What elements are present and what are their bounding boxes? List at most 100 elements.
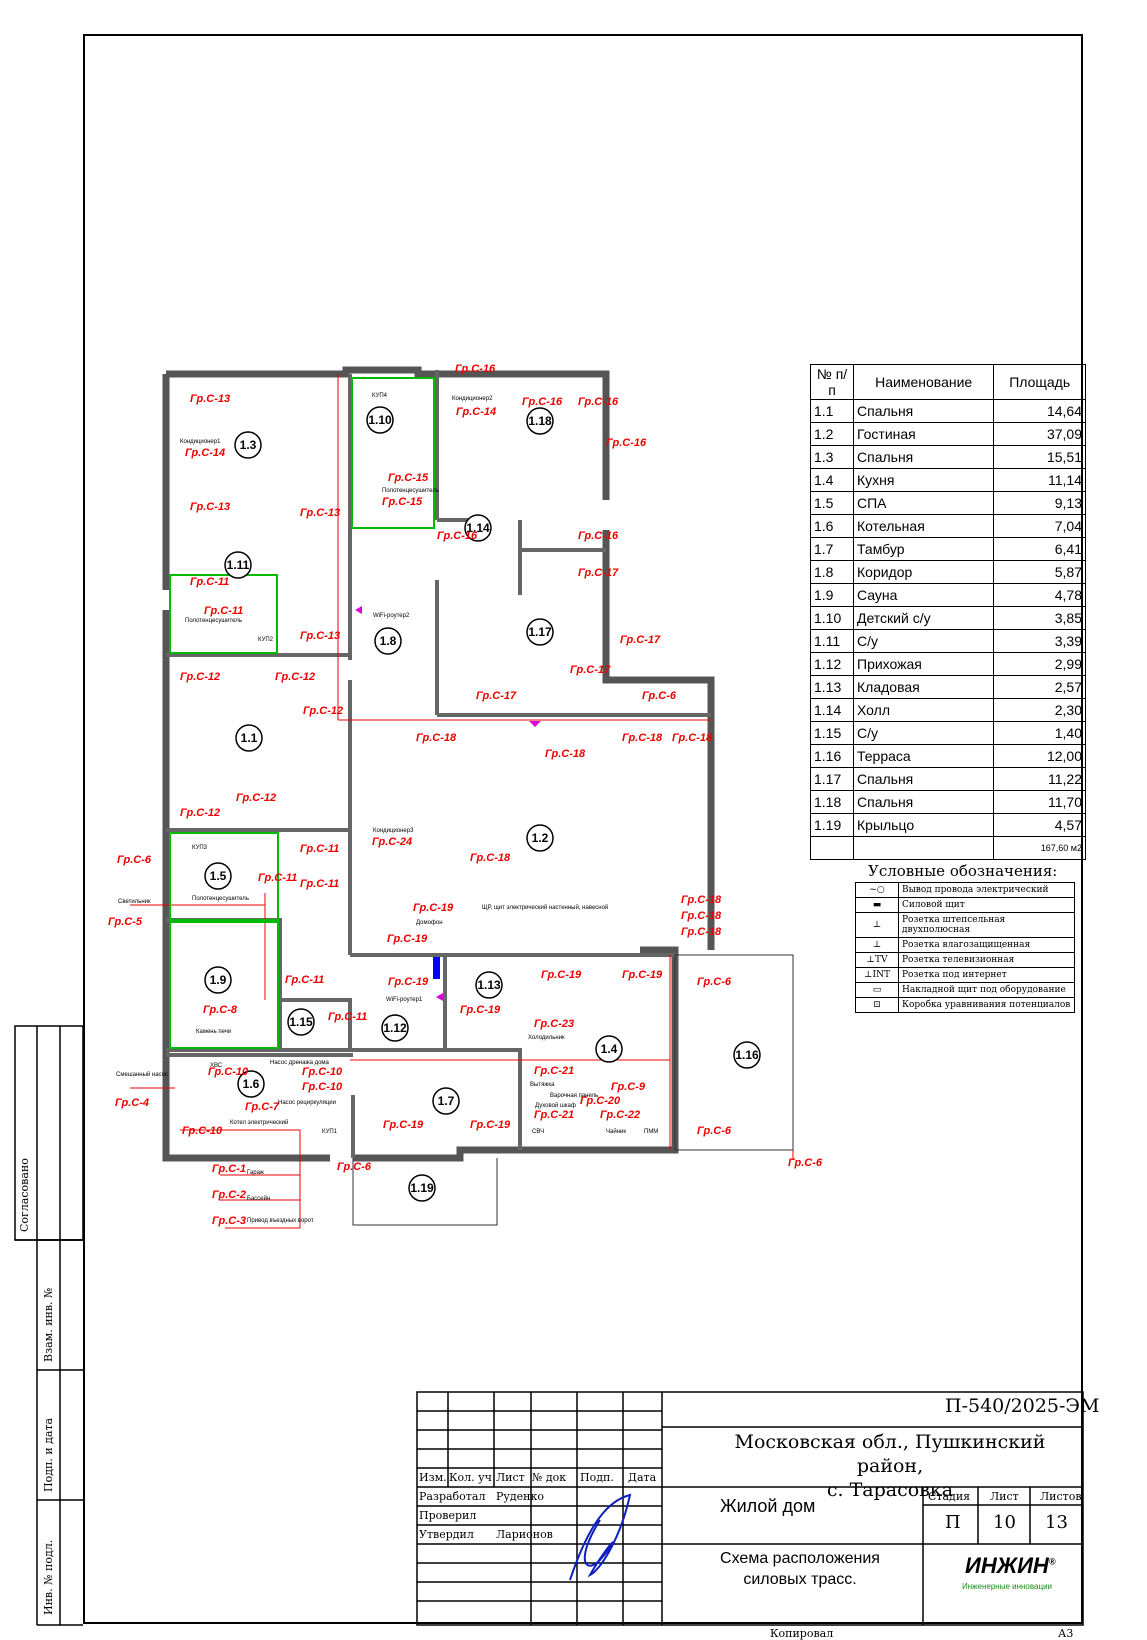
room-number: 1.7 [438,1094,455,1108]
header-name: Наименование [852,364,995,400]
equipment-note: Духовой шкаф [535,1102,576,1109]
room-circle [432,1087,460,1115]
circuit-label: Гр.С-16 [606,437,647,449]
room-marker: 1.9 [204,966,232,994]
role-checker: Проверил [419,1509,477,1522]
circuit-label: Гр.С-12 [180,807,220,819]
room-number: 1.9 [210,973,227,987]
copied-label: Копировал [770,1627,834,1640]
name-developer: Руденко [496,1490,544,1503]
room-cell-area: 14,64 [993,399,1086,423]
logo-subtitle: Инженерные инновации [962,1582,1053,1591]
circuit-label: Гр.С-15 [388,472,429,484]
circuit-label: Гр.С-16 [455,363,496,375]
sheet-title-line2: силовых трасс. [743,1571,857,1588]
circuit-label: Гр.С-16 [522,396,563,408]
room-number: 1.6 [243,1077,260,1091]
address: Московская обл., Пушкинский район, с. Та… [700,1430,1080,1502]
room-circle [366,406,394,434]
circuit-label: Гр.С-21 [534,1065,574,1077]
circuit-label: Гр.С-10 [302,1081,343,1093]
room-cell-area: 11,22 [993,767,1086,791]
equipment-note: Полотенцесушитель [192,896,249,902]
room-cell-area: 4,57 [993,813,1086,837]
address-line2: с. Тарасовка [826,1479,954,1501]
circuit-label: Гр.С-23 [534,1018,574,1030]
room-marker: 1.18 [526,407,554,435]
circuit-label: Гр.С-16 [437,530,478,542]
col-kol: Кол. уч [449,1471,492,1484]
circuit-label: Гр.С-13 [190,501,230,513]
col-data: Дата [628,1471,657,1484]
equipment-note: Кондиционер1 [180,439,221,445]
circuit-label: Гр.С-12 [180,671,220,683]
room-circle [526,824,554,852]
equipment-note: Бассейн [247,1195,270,1202]
logo-mark: ® [1048,1556,1056,1567]
room-cell-num: 1.12 [810,652,854,676]
room-total-empty [810,836,854,860]
room-cell-area: 11,70 [993,790,1086,814]
room-total: 167,60 м2 [993,836,1086,860]
equipment-note: WiFi-роутер1 [386,997,423,1003]
circuit-label: Гр.С-19 [460,1004,501,1016]
wet-zones [169,377,435,1049]
room-circle [234,431,262,459]
circuit-label: Гр.С-19 [388,976,429,988]
company-logo: ИНЖИН® [965,1553,1055,1579]
room-marker: 1.19 [408,1174,436,1202]
document-code: П-540/2025-ЭМ [945,1395,1100,1417]
room-cell-name: Спальня [852,399,995,423]
circuit-label: Гр.С-13 [300,507,340,519]
room-circle [475,971,503,999]
circuit-label: Гр.С-19 [470,1119,511,1131]
circuit-label: Гр.С-14 [185,447,225,459]
room-circle [374,627,402,655]
room-number: 1.11 [227,558,250,572]
tv-socket-icon [529,721,541,727]
equipment-note: Холодильник [528,1035,565,1041]
room-marker: 1.2 [526,824,554,852]
circuit-label: Гр.С-11 [300,878,339,890]
room-marker: 1.3 [234,431,262,459]
room-cell-name: Тамбур [852,537,995,561]
room-total-row: 167,60 м2 [810,836,1086,860]
side-soglasovano: Согласовано [18,1158,31,1232]
room-number: 1.18 [528,414,552,428]
room-cell-name: Спальня [852,445,995,469]
side-podp: Подп. и дата [42,1417,55,1492]
room-cell-name: Котельная [852,514,995,538]
sheet-value: 10 [993,1512,1016,1533]
circuit-label: Гр.С-6 [337,1161,372,1173]
circuit-label: Гр.С-8 [203,1004,238,1016]
equipment-note: Котел электрический [230,1119,288,1126]
circuit-label: Гр.С-7 [245,1101,280,1113]
room-marker: 1.15 [287,1008,315,1036]
room-circle [237,1070,265,1098]
circuit-label: Гр.С-13 [300,630,340,642]
equipment-note: Полотенцесушитель [382,488,439,494]
circuit-label: Гр.С-17 [620,634,661,646]
role-developer: Разработал [419,1490,486,1503]
col-izm: Изм. [419,1471,447,1484]
room-marker: 1.4 [595,1035,623,1063]
room-cell-name: Холл [852,698,995,722]
circuit-label: Гр.С-4 [115,1097,149,1109]
name-approver: Ларионов [496,1528,553,1541]
circuit-label: Гр.С-11 [285,974,324,986]
circuit-label: Гр.С-22 [600,1109,640,1121]
equipment-note: КУП2 [258,637,274,643]
col-list: Лист [496,1471,525,1484]
room-circle [733,1041,761,1069]
circuit-label: Гр.С-6 [117,854,152,866]
equipment-note: Привод въездных ворот [247,1218,314,1224]
room-number: 1.3 [240,438,257,452]
equipment-note: Кондиционер2 [452,396,493,402]
room-marker: 1.8 [374,627,402,655]
room-cell-name: С/у [852,629,995,653]
